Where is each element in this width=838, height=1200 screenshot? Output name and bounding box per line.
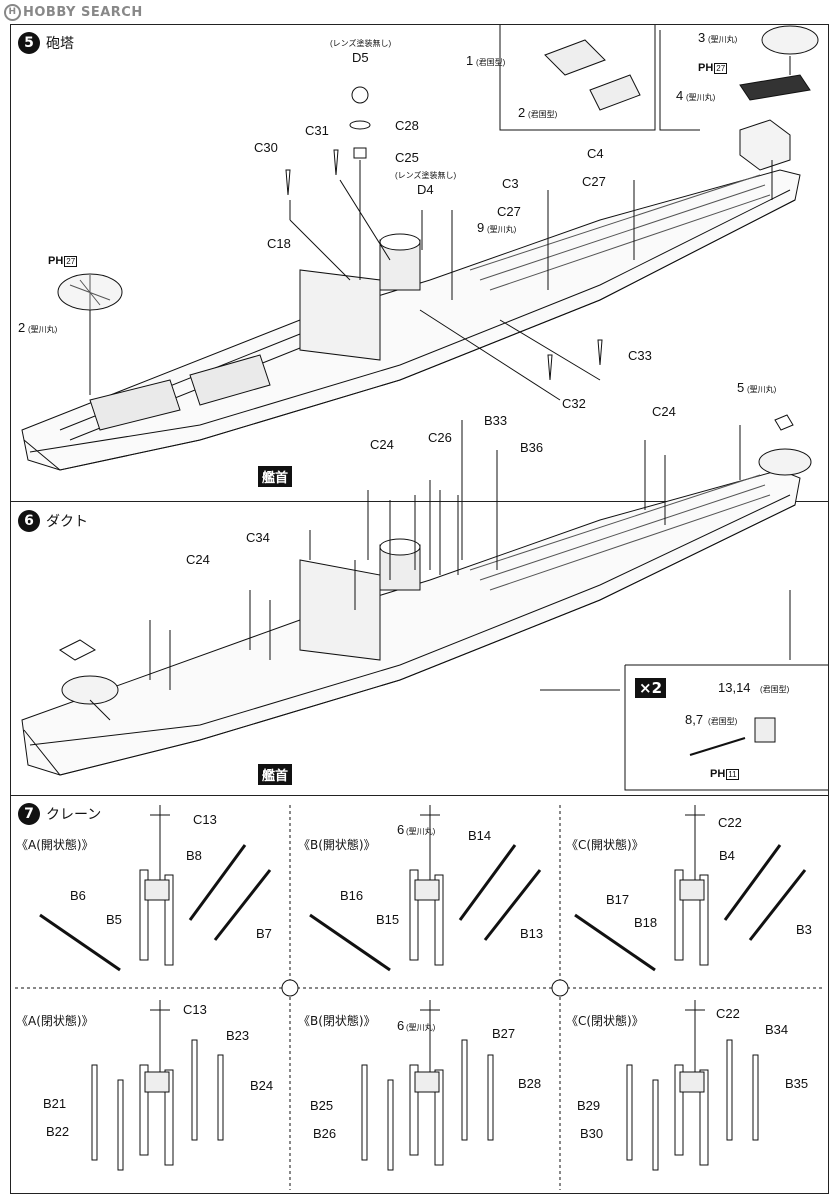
label-1: 1 bbox=[466, 53, 474, 68]
label-b16: B16 bbox=[340, 888, 364, 903]
label-b24: B24 bbox=[250, 1078, 274, 1093]
label-2b: 2 bbox=[18, 320, 26, 335]
label-8-7-note: (君国型) bbox=[708, 717, 738, 726]
label-c33: C33 bbox=[628, 348, 652, 363]
label-b4: B4 bbox=[719, 848, 735, 863]
label-c34: C34 bbox=[246, 530, 270, 545]
state-c-closed: 《C(閉状態)》 bbox=[566, 1014, 644, 1028]
state-c-open: 《C(開状態)》 bbox=[566, 838, 644, 852]
label-13-14: 13,14 bbox=[718, 680, 751, 695]
bow-label-step6: 艦首 bbox=[258, 764, 293, 785]
label-b13: B13 bbox=[520, 926, 544, 941]
label-c25: C25 bbox=[395, 150, 419, 165]
label-b36: B36 bbox=[520, 440, 544, 455]
label-c26: C26 bbox=[428, 430, 452, 445]
state-a-open: 《A(開状態)》 bbox=[16, 838, 94, 852]
label-b15: B15 bbox=[376, 912, 400, 927]
frame-top bbox=[10, 24, 828, 25]
label-c24-mid: C24 bbox=[370, 437, 394, 452]
label-b8: B8 bbox=[186, 848, 202, 863]
label-c24-right: C24 bbox=[652, 404, 676, 419]
quantity-badge: ×2 bbox=[635, 678, 667, 698]
label-3: 3 bbox=[698, 30, 706, 45]
label-c31: C31 bbox=[305, 123, 329, 138]
label-1-note: (君国型) bbox=[476, 58, 506, 67]
state-a-closed: 《A(閉状態)》 bbox=[16, 1014, 94, 1028]
label-b27: B27 bbox=[492, 1026, 516, 1041]
label-b26: B26 bbox=[313, 1126, 337, 1141]
label-4: 4 bbox=[676, 88, 684, 103]
label-b30: B30 bbox=[580, 1126, 604, 1141]
label-c32: C32 bbox=[562, 396, 586, 411]
label-d5-note: (レンズ塗装無し) bbox=[330, 39, 392, 48]
label-13-14-note: (君国型) bbox=[760, 685, 790, 694]
label-6-open: 6 bbox=[397, 822, 405, 837]
label-c22-open: C22 bbox=[718, 815, 742, 830]
label-b33: B33 bbox=[484, 413, 508, 428]
label-d4: D4 bbox=[417, 182, 434, 197]
label-c13-open: C13 bbox=[193, 812, 217, 827]
label-b28: B28 bbox=[518, 1076, 542, 1091]
label-b6: B6 bbox=[70, 888, 86, 903]
label-b21: B21 bbox=[43, 1096, 67, 1111]
label-c22-closed: C22 bbox=[716, 1006, 740, 1021]
label-c30: C30 bbox=[254, 140, 278, 155]
frame-left bbox=[10, 24, 11, 1194]
label-c24-left: C24 bbox=[186, 552, 210, 567]
label-6-closed: 6 bbox=[397, 1018, 405, 1033]
label-c27a: C27 bbox=[497, 204, 521, 219]
label-c13-closed: C13 bbox=[183, 1002, 207, 1017]
label-b3: B3 bbox=[796, 922, 812, 937]
frame-bottom bbox=[10, 1193, 828, 1194]
label-6-open-note: (聖川丸) bbox=[406, 827, 436, 836]
label-5-note: (聖川丸) bbox=[747, 385, 777, 394]
label-b25: B25 bbox=[310, 1098, 334, 1113]
label-b29: B29 bbox=[577, 1098, 601, 1113]
label-2-note: (君国型) bbox=[528, 110, 558, 119]
divider-step7 bbox=[10, 795, 828, 796]
label-b17: B17 bbox=[606, 892, 630, 907]
label-d5: D5 bbox=[352, 50, 369, 65]
label-6-closed-note: (聖川丸) bbox=[406, 1023, 436, 1032]
label-2: 2 bbox=[518, 105, 526, 120]
label-c4: C4 bbox=[587, 146, 604, 161]
label-c18: C18 bbox=[267, 236, 291, 251]
label-b22: B22 bbox=[46, 1124, 70, 1139]
label-8-7: 8,7 bbox=[685, 712, 704, 727]
label-c27b: C27 bbox=[582, 174, 606, 189]
label-b14: B14 bbox=[468, 828, 492, 843]
label-2b-note: (聖川丸) bbox=[28, 325, 58, 334]
label-9-note: (聖川丸) bbox=[487, 225, 517, 234]
bow-label-step5: 艦首 bbox=[258, 466, 293, 487]
label-9: 9 bbox=[477, 220, 485, 235]
label-4-note: (聖川丸) bbox=[686, 93, 716, 102]
label-d4-note: (レンズ塗装無し) bbox=[395, 171, 457, 180]
label-c28: C28 bbox=[395, 118, 419, 133]
label-b35: B35 bbox=[785, 1076, 809, 1091]
label-b18: B18 bbox=[634, 915, 658, 930]
label-b7: B7 bbox=[256, 926, 272, 941]
frame-right bbox=[828, 24, 829, 1194]
label-5: 5 bbox=[737, 380, 745, 395]
label-b5: B5 bbox=[106, 912, 122, 927]
state-b-open: 《B(開状態)》 bbox=[298, 838, 376, 852]
label-c3: C3 bbox=[502, 176, 519, 191]
label-b23: B23 bbox=[226, 1028, 250, 1043]
divider-step6 bbox=[10, 501, 828, 502]
label-b34: B34 bbox=[765, 1022, 789, 1037]
label-3-note: (聖川丸) bbox=[708, 35, 738, 44]
state-b-closed: 《B(閉状態)》 bbox=[298, 1014, 376, 1028]
